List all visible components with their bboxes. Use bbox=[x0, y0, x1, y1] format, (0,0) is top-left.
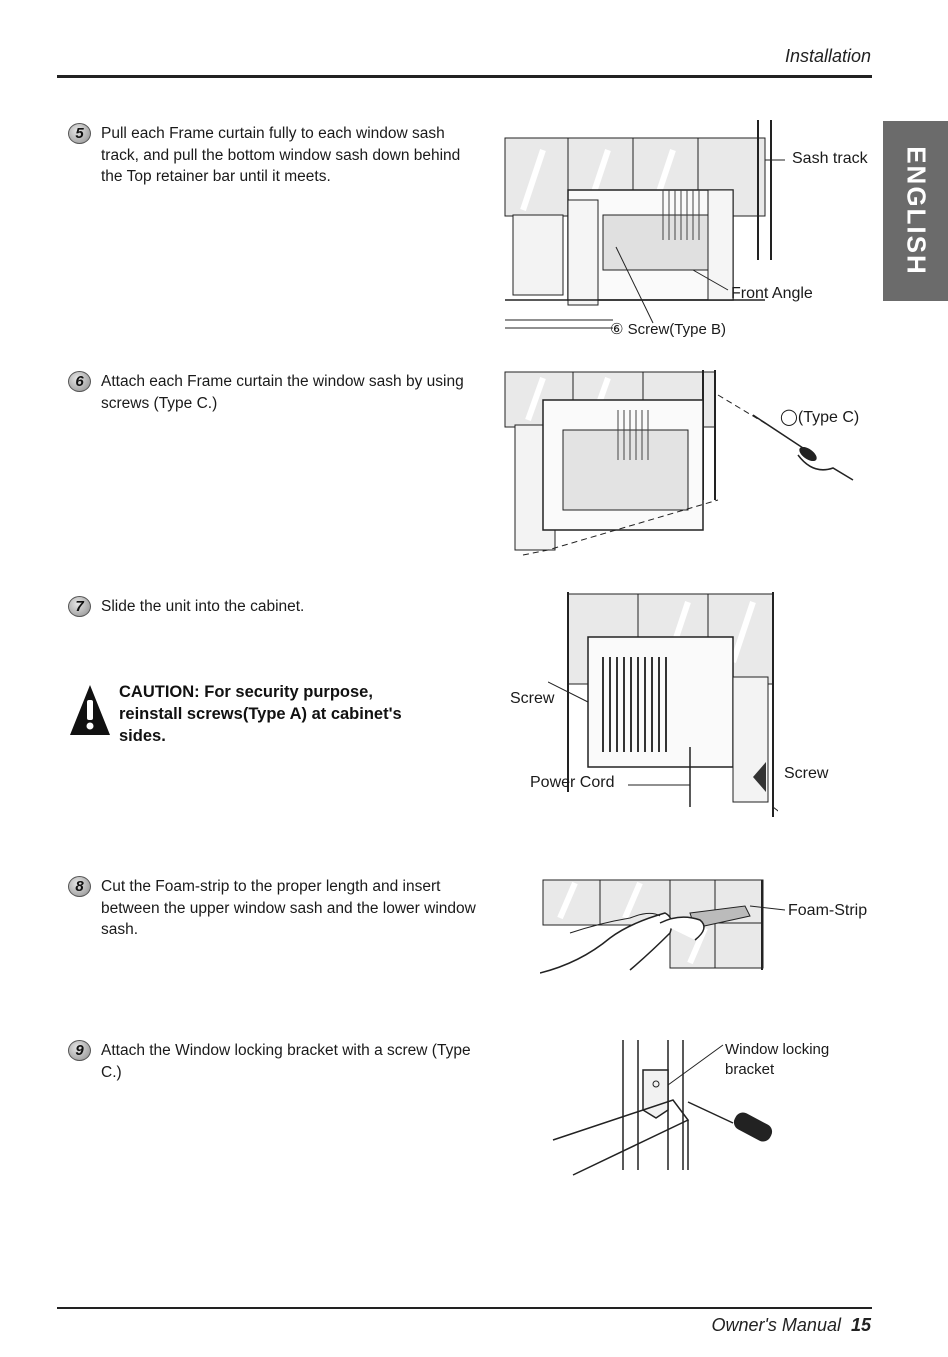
step-number-badge: 9 bbox=[68, 1040, 91, 1061]
type-c-screw-label: ◯(Type C) bbox=[780, 409, 860, 426]
page-footer: Owner's Manual 15 bbox=[711, 1315, 871, 1336]
step-text: Attach the Window locking bracket with a… bbox=[101, 1042, 471, 1081]
caution-text: CAUTION: For security purpose, reinstall… bbox=[119, 683, 402, 745]
figure-frame-curtain-illustration bbox=[504, 120, 785, 329]
figure-attach-curtain-illustration bbox=[504, 370, 854, 556]
screw-right-label: Screw bbox=[784, 765, 829, 782]
power-cord-leader-line bbox=[628, 784, 690, 786]
step-text: Attach each Frame curtain the window sas… bbox=[101, 373, 464, 412]
foam-strip-label: Foam-Strip bbox=[788, 902, 868, 919]
footer-manual-title: Owner's Manual bbox=[711, 1315, 841, 1335]
footer-rule bbox=[57, 1307, 872, 1309]
step-number-badge: 8 bbox=[68, 876, 91, 897]
step-text: Pull each Frame curtain fully to each wi… bbox=[101, 125, 461, 185]
front-angle-label: Front Angle bbox=[731, 285, 813, 302]
figure-locking-bracket-illustration bbox=[552, 1040, 773, 1176]
step-number-badge: 6 bbox=[68, 371, 91, 392]
page-header-title: Installation bbox=[784, 46, 871, 66]
language-tab: ENGLISH bbox=[883, 121, 948, 301]
language-tab-label: ENGLISH bbox=[901, 146, 931, 276]
step-number-badge: 5 bbox=[68, 123, 91, 144]
window-locking-bracket-label: Window locking bracket bbox=[725, 1041, 830, 1078]
screw-left-label: Screw bbox=[510, 690, 555, 707]
step-text: Cut the Foam-strip to the proper length … bbox=[101, 878, 476, 938]
page-number: 15 bbox=[850, 1315, 871, 1335]
power-cord-label: Power Cord bbox=[530, 774, 615, 791]
screw-type-b-label: ⑥ Screw(Type B) bbox=[610, 321, 726, 338]
figure-foam-strip-illustration bbox=[540, 879, 785, 974]
step-text: Slide the unit into the cabinet. bbox=[101, 598, 305, 615]
warning-icon bbox=[70, 685, 110, 735]
header-rule bbox=[57, 75, 872, 78]
step-number-badge: 7 bbox=[68, 596, 91, 617]
sash-track-label: Sash track bbox=[792, 150, 868, 167]
figure-slide-unit-illustration bbox=[548, 592, 778, 817]
